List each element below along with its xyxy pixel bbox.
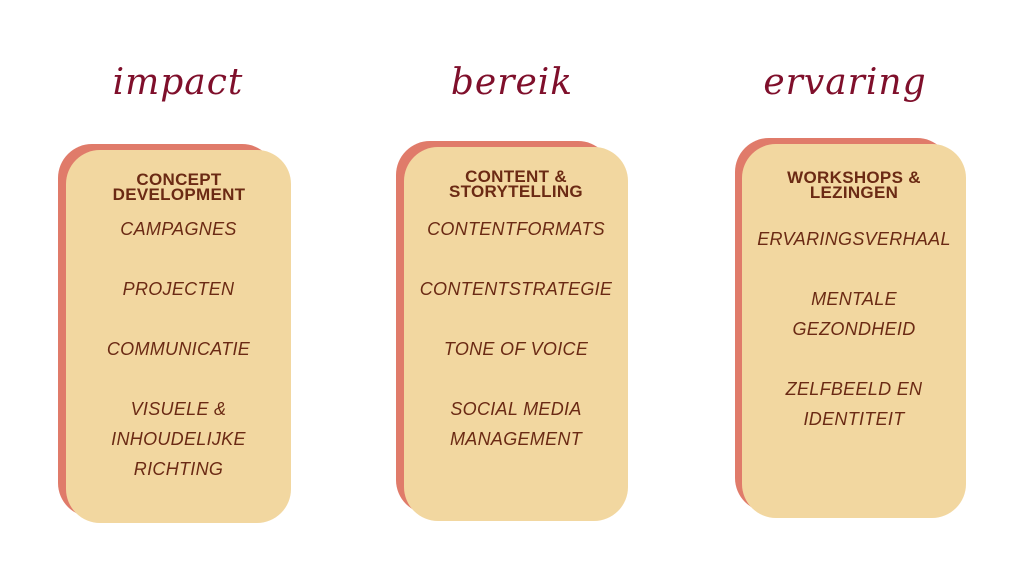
list-item: COMMUNICATIE — [106, 339, 251, 359]
column-title-bereik: bereik — [450, 62, 574, 103]
list-item: CAMPAGNES — [120, 219, 237, 239]
list-item: PROJECTEN — [122, 279, 235, 299]
list-item: TONE OF VOICE — [443, 339, 589, 359]
card-heading: CONTENT & STORYTELLING — [449, 167, 583, 201]
card-content-storytelling: CONTENT & STORYTELLING CONTENTFORMATS CO… — [404, 147, 628, 521]
list-item: VISUELE & INHOUDELIJKE RICHTING — [111, 399, 246, 479]
list-item: ZELFBEELD EN IDENTITEIT — [785, 379, 923, 429]
card-heading: WORKSHOPS & LEZINGEN — [787, 168, 921, 202]
list-item: CONTENTFORMATS — [427, 219, 605, 239]
column-title-impact: impact — [112, 62, 244, 103]
list-item: SOCIAL MEDIA MANAGEMENT — [449, 399, 582, 449]
list-item: MENTALE GEZONDHEID — [792, 289, 916, 339]
column-title-ervaring: ervaring — [763, 62, 927, 103]
card-workshops-lezingen: WORKSHOPS & LEZINGEN ERVARINGSVERHAAL ME… — [742, 144, 966, 518]
card-heading: CONCEPT DEVELOPMENT — [112, 170, 246, 204]
list-item: ERVARINGSVERHAAL — [757, 229, 951, 249]
list-item: CONTENTSTRATEGIE — [419, 279, 613, 299]
card-concept-development: CONCEPT DEVELOPMENT CAMPAGNES PROJECTEN … — [66, 150, 291, 523]
